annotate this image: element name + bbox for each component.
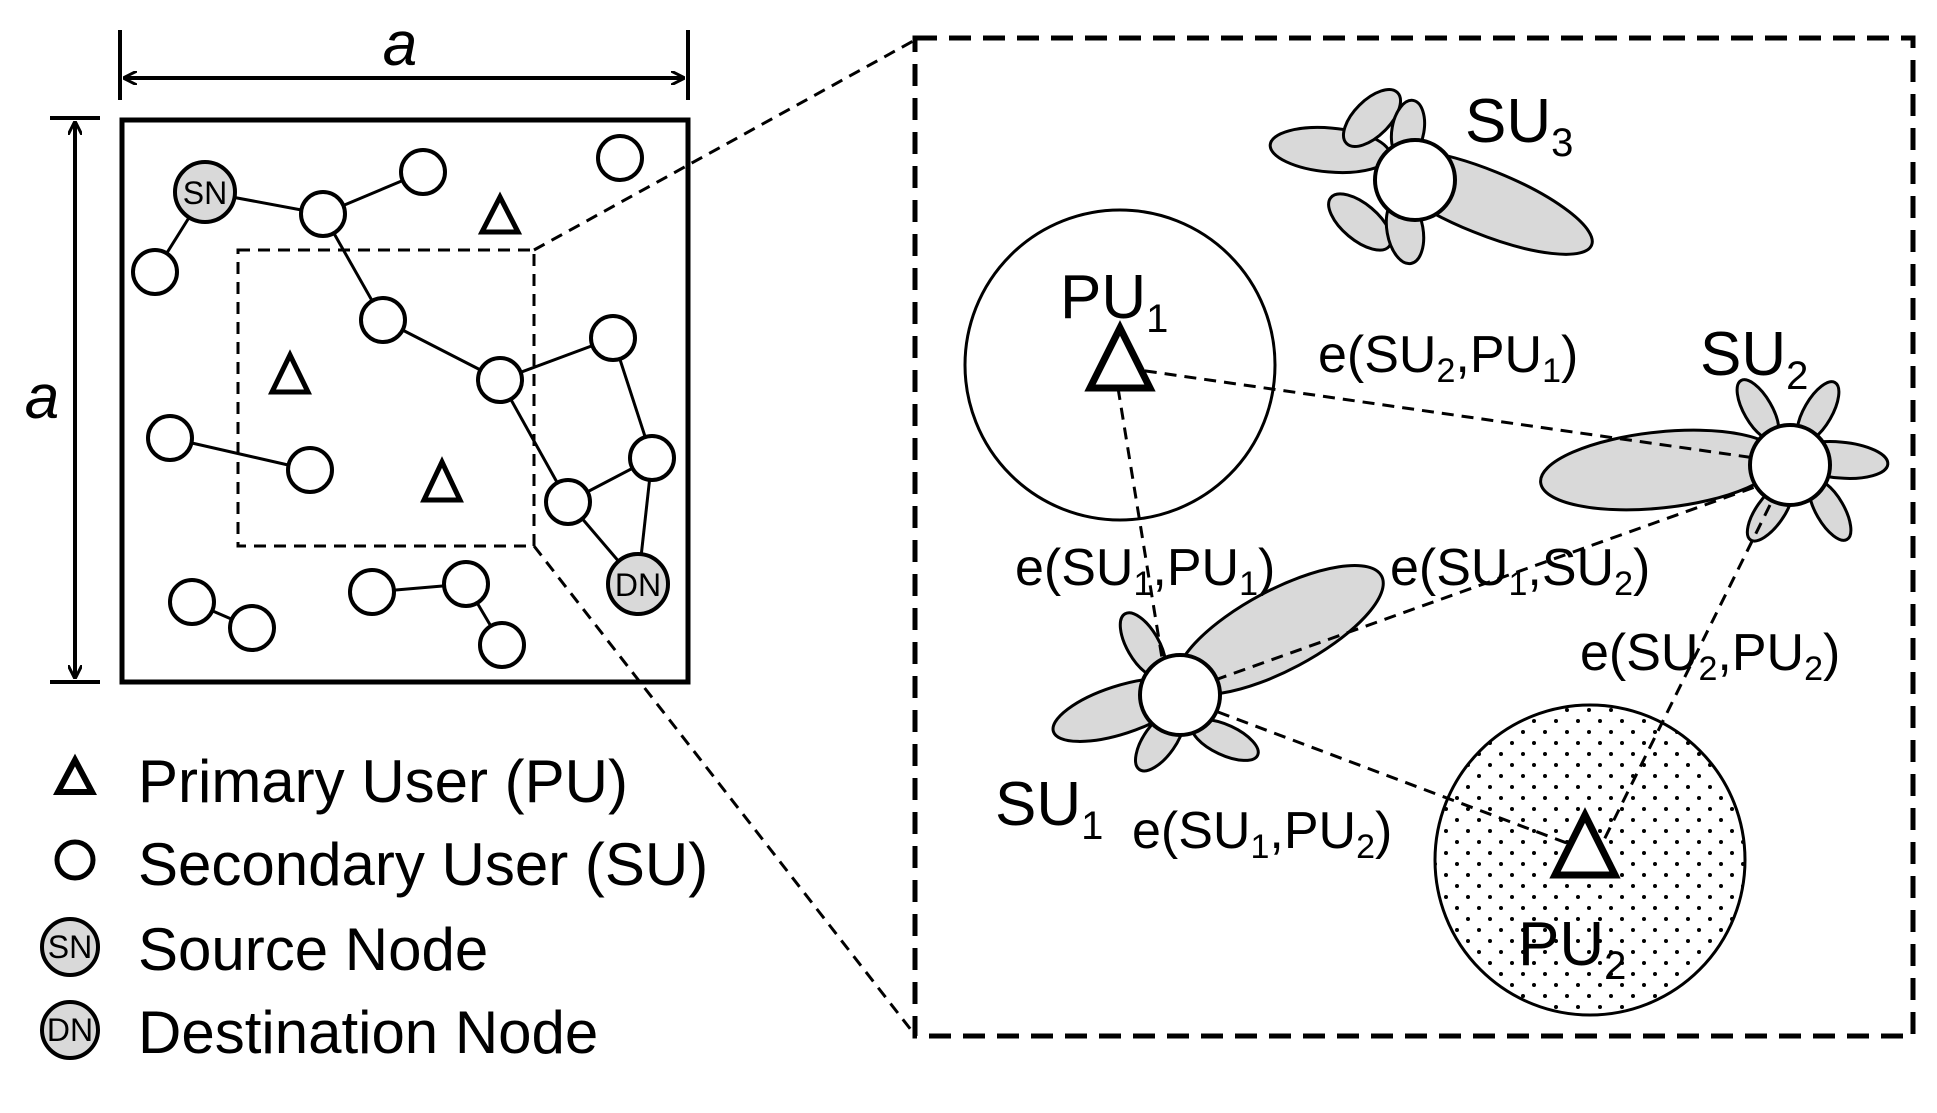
pu1-label: PU1 xyxy=(1060,263,1168,341)
edge-label-su2-pu1: e(SU2,PU1) xyxy=(1318,326,1578,390)
width-label: a xyxy=(383,10,417,79)
edge-su1-pu1 xyxy=(1116,387,1164,659)
su1-node xyxy=(1138,653,1222,737)
su-node xyxy=(286,446,334,494)
pu-node xyxy=(420,456,464,503)
legend-sn-symbol xyxy=(40,917,100,977)
su-node xyxy=(476,356,524,404)
width-dimension: a xyxy=(118,10,690,100)
su-node xyxy=(228,604,276,652)
su2-antenna-pattern xyxy=(1539,378,1890,543)
su-node xyxy=(299,190,347,238)
height-dimension: a xyxy=(25,116,100,684)
su-node xyxy=(589,314,637,362)
height-label: a xyxy=(25,363,59,432)
su2-label: SU2 xyxy=(1700,320,1808,398)
legend-su-symbol xyxy=(54,839,96,881)
su-node xyxy=(596,134,644,182)
su3-node xyxy=(1373,138,1457,222)
network-area xyxy=(119,117,691,685)
su-node xyxy=(146,414,194,462)
su-node xyxy=(131,248,179,296)
legend-label-sn: Source Node xyxy=(138,916,488,983)
zoom-connector-bottom xyxy=(532,545,917,1036)
su1-label: SU1 xyxy=(995,770,1103,848)
source-node: SN xyxy=(173,160,237,224)
edge-su1-pu2 xyxy=(1217,710,1573,847)
su-node xyxy=(168,578,216,626)
pu-node xyxy=(268,349,312,395)
su-node xyxy=(359,296,407,344)
legend-label-pu: Primary User (PU) xyxy=(138,748,628,815)
edge-su2-pu2 xyxy=(1598,504,1772,849)
legend-dn-badge: DN xyxy=(47,1012,93,1048)
su2-node xyxy=(1748,423,1832,507)
edge-label-su1-pu2: e(SU1,PU2) xyxy=(1132,802,1392,866)
interference-edges xyxy=(1116,366,1772,849)
edge-su1-su2 xyxy=(1214,485,1756,682)
network-links xyxy=(153,170,654,646)
su-node xyxy=(544,478,592,526)
legend-dn-symbol xyxy=(40,1000,100,1060)
svg-text:DN: DN xyxy=(615,567,661,603)
zoom-panel xyxy=(912,35,1916,1039)
legend-label-su: Secondary User (SU) xyxy=(138,831,708,898)
legend-sn-badge: SN xyxy=(48,929,92,965)
zoom-connector-top xyxy=(533,38,916,252)
su-node xyxy=(399,148,447,196)
secondary-user-nodes xyxy=(131,134,676,669)
zoom-region xyxy=(236,248,536,548)
su-node xyxy=(628,434,676,482)
svg-text:SN: SN xyxy=(183,175,227,211)
su3-label: SU3 xyxy=(1465,87,1573,165)
legend-pu-symbol xyxy=(53,753,97,795)
edge-label-su1-pu1: e(SU1,PU1) xyxy=(1015,539,1275,603)
legend: Primary User (PU) Secondary User (SU) SN… xyxy=(40,748,708,1066)
pu1-triangle xyxy=(1084,320,1156,392)
su-node xyxy=(442,560,490,608)
legend-label-dn: Destination Node xyxy=(138,999,598,1066)
pu2-label: PU2 xyxy=(1518,910,1626,988)
primary-user-nodes xyxy=(268,191,523,503)
edge-su2-pu1 xyxy=(1124,366,1756,460)
edge-labels: e(SU2,PU1) e(SU1,PU1) e(SU1,SU2) e(SU2,PU2)… xyxy=(1015,326,1840,866)
edge-label-su1-su2: e(SU1,SU2) xyxy=(1390,539,1650,603)
su-node xyxy=(478,621,526,669)
destination-node: DN xyxy=(606,552,670,616)
pu-node xyxy=(477,191,523,235)
su-node xyxy=(348,568,396,616)
pu2-triangle xyxy=(1549,807,1621,879)
edge-label-su2-pu2: e(SU2,PU2) xyxy=(1580,624,1840,688)
